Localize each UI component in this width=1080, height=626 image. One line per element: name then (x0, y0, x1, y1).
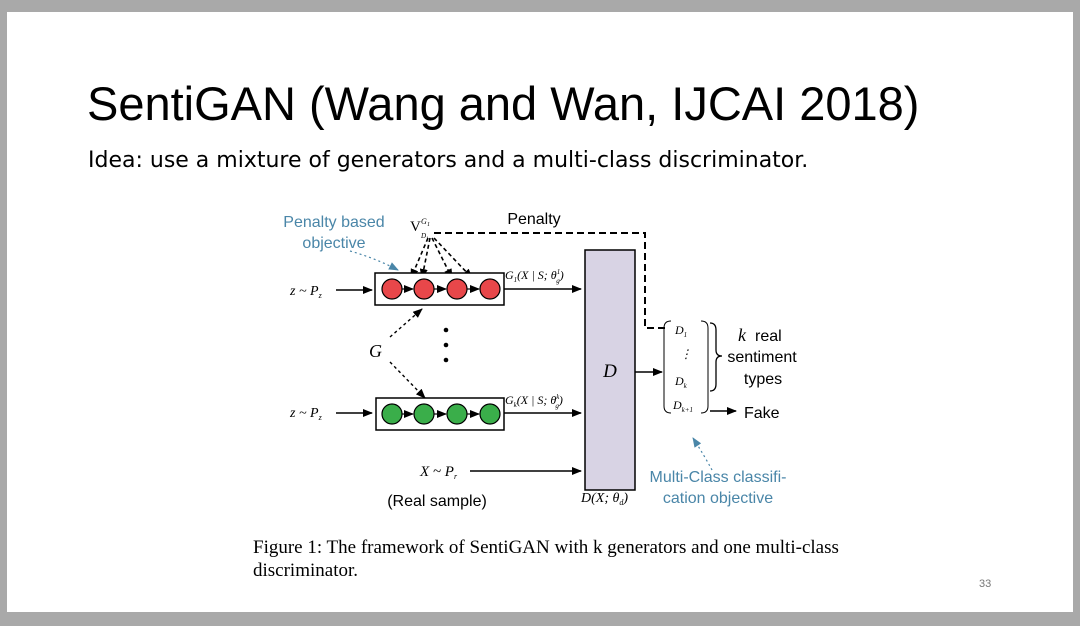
generator-1-node (479, 278, 501, 300)
generator-k-node (381, 403, 403, 425)
penalty-label: Penalty (507, 211, 560, 228)
penalty-arrows (410, 237, 473, 279)
output-vertical-ellipsis: ⋮ (680, 347, 692, 361)
vector-right-bracket (700, 320, 709, 414)
svg-text:D: D (420, 232, 426, 240)
slide-subtitle: Idea: use a mixture of generators and a … (88, 148, 809, 173)
types-label: types (744, 371, 782, 388)
generators-ellipsis (443, 327, 449, 363)
real-sample-label: (Real sample) (387, 493, 487, 510)
generator-1-node (381, 278, 403, 300)
discriminator-output-label: D(X; θd) (580, 491, 628, 507)
slide-title: SentiGAN (Wang and Wan, IJCAI 2018) (87, 77, 920, 130)
penalty-objective-label-1: Penalty based (283, 214, 384, 231)
k-real-brace (709, 322, 723, 392)
generator-group-label: G (369, 341, 382, 361)
multiclass-objective-pointer (692, 437, 713, 471)
output-dk1: Dk+1 (672, 398, 693, 414)
generator-1-nodes (381, 278, 501, 300)
generator-k-nodes (381, 403, 501, 425)
slide: SentiGAN (Wang and Wan, IJCAI 2018) Idea… (7, 12, 1073, 612)
svg-text:G: G (421, 217, 427, 226)
output-d1: D1 (674, 323, 687, 339)
vector-left-bracket (663, 320, 672, 414)
penalty-feedback-line (431, 232, 665, 329)
generator-k-node (479, 403, 501, 425)
page-number: 33 (979, 578, 992, 590)
generator-k-node (446, 403, 468, 425)
real-data-label: X ~ Pr (419, 464, 458, 481)
figure-caption: Figure 1: The framework of SentiGAN with… (253, 537, 839, 581)
multiclass-objective-label-1: Multi-Class classifi- (650, 469, 787, 486)
sentiment-label: sentiment (727, 349, 797, 366)
generator-1-node (413, 278, 435, 300)
discriminator-label: D (602, 361, 617, 382)
multiclass-objective-label-2: cation objective (663, 490, 773, 507)
g-to-gk-arrow (389, 361, 426, 399)
penalty-objective-label-2: objective (302, 235, 365, 252)
noise-bottom-label: z ~ Pz (289, 406, 323, 422)
svg-text:V: V (410, 219, 421, 235)
fake-label: Fake (744, 405, 780, 422)
g-to-g1-arrow (389, 308, 423, 338)
discriminator-box (584, 249, 636, 491)
output-dk: Dk (674, 374, 688, 390)
k-real-label: real (755, 328, 782, 345)
k-real-k: k (738, 325, 747, 345)
noise-top-label: z ~ Pz (289, 284, 323, 300)
value-function-label: V G 1 D 1 (410, 217, 430, 242)
generator-1-node (446, 278, 468, 300)
svg-text:1: 1 (427, 222, 430, 228)
generator-k-node (413, 403, 435, 425)
penalty-objective-pointer (349, 250, 399, 271)
